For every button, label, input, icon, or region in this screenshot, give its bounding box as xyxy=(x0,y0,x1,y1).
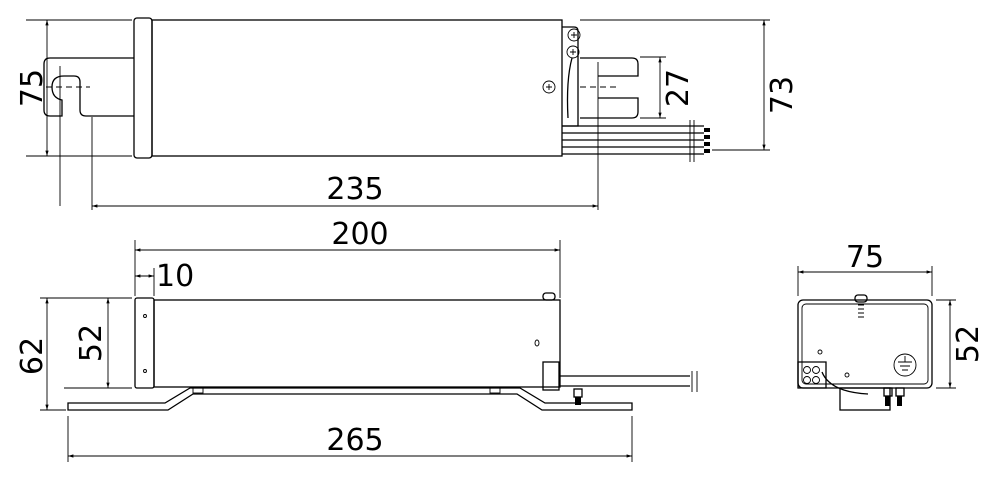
ground-wire xyxy=(566,57,573,119)
dim-end-height: 52 xyxy=(951,325,986,363)
rivet-hole xyxy=(143,314,147,318)
end-flange xyxy=(133,17,153,159)
screw-thread xyxy=(575,397,581,405)
dim-body-height: 52 xyxy=(74,324,109,362)
dim-base-length: 265 xyxy=(326,423,383,458)
terminal-port xyxy=(812,366,820,374)
earth-ground-icon xyxy=(893,353,917,377)
dim-end-width: 75 xyxy=(846,240,884,275)
wire-end xyxy=(704,135,710,139)
dim-mount-pitch: 235 xyxy=(326,172,383,207)
end-view: 75 52 xyxy=(797,240,986,411)
screw-thread xyxy=(897,396,902,406)
terminal-port xyxy=(803,376,811,384)
terminal-block xyxy=(797,361,827,389)
terminal-port xyxy=(812,376,820,384)
screw-thread xyxy=(885,396,890,406)
dim-slot: 27 xyxy=(661,69,696,107)
top-screw xyxy=(542,292,556,301)
screw-icon xyxy=(566,45,580,59)
ground-screw xyxy=(883,387,893,397)
top-screw xyxy=(854,294,868,303)
rivet-hole xyxy=(143,369,147,373)
dim-flange: 10 xyxy=(156,259,194,294)
screw-icon xyxy=(817,349,823,355)
wire-end xyxy=(704,128,710,132)
terminal-cover xyxy=(562,26,579,127)
lead-wires xyxy=(562,120,710,162)
right-mount-slot xyxy=(580,57,639,119)
screw-thread xyxy=(858,304,864,318)
base-plate xyxy=(67,387,633,411)
spacer xyxy=(192,387,204,394)
end-flange xyxy=(134,297,155,389)
spacer xyxy=(489,387,501,394)
housing-body xyxy=(151,19,563,157)
housing-end xyxy=(797,299,933,389)
lead-wire xyxy=(821,371,869,395)
screw-icon xyxy=(542,80,556,94)
wire-end xyxy=(704,142,710,146)
screw-icon xyxy=(567,28,581,42)
screw-cross-icon xyxy=(546,32,577,90)
dim-top-height: 73 xyxy=(765,76,800,114)
dim-total-height: 62 xyxy=(15,337,50,375)
dim-top-width: 75 xyxy=(15,69,50,107)
terminal-cover xyxy=(542,361,560,391)
terminal-port xyxy=(803,366,811,374)
side-hole xyxy=(534,339,540,347)
ground-screw xyxy=(573,388,583,398)
wire-end xyxy=(704,149,710,153)
housing-body xyxy=(153,299,561,388)
left-mount-bracket xyxy=(43,57,87,117)
dim-front-length: 200 xyxy=(331,217,388,252)
screw-icon xyxy=(844,372,850,378)
housing-inner-edge xyxy=(801,303,929,385)
ground-screw xyxy=(895,387,905,397)
top-view: 75 73 27 235 xyxy=(15,17,800,210)
front-view: 200 10 62 52 265 xyxy=(15,217,698,462)
